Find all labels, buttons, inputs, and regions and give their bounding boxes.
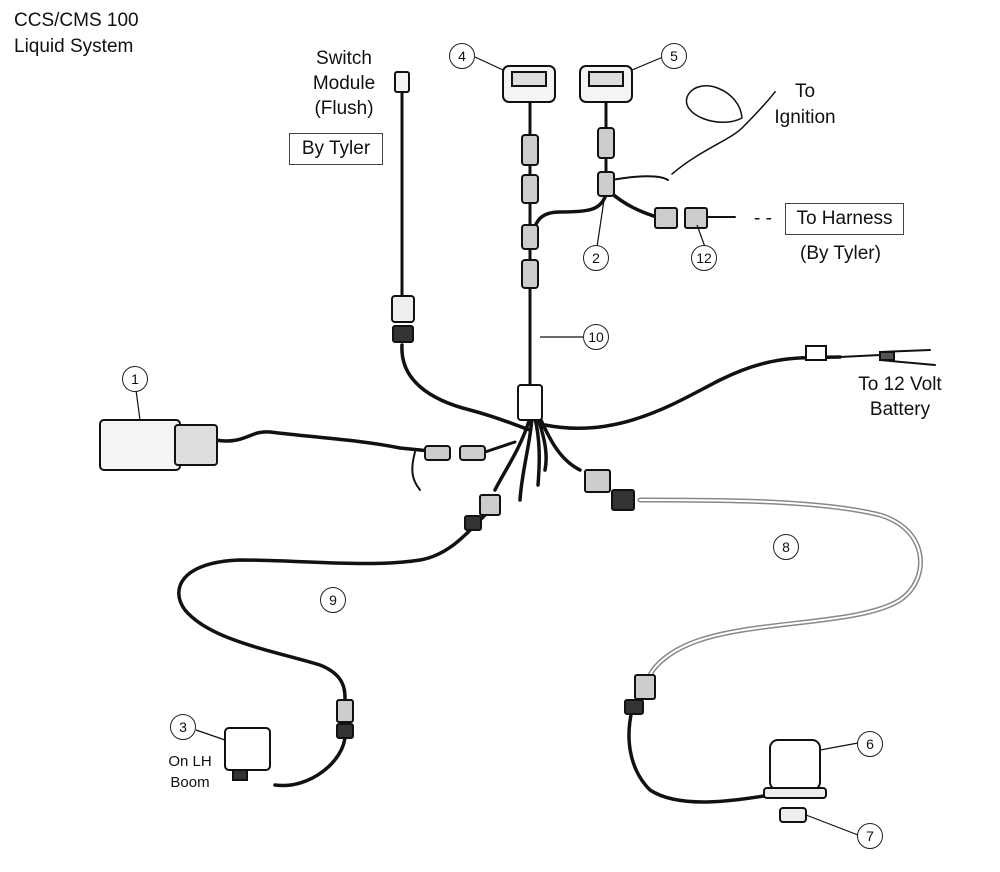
on-lh-boom-label-2: Boom [170,774,210,791]
switch-module-plug [394,71,410,93]
to-battery-label-1: To 12 Volt [858,374,942,395]
callout-5: 5 [661,43,687,69]
junction-hub [517,384,543,421]
callout-6: 6 [857,731,883,757]
switch-module-label-2: Module [312,73,376,94]
leader-2 [596,199,605,248]
cable-9-to-item-3 [273,733,347,788]
connector-j [464,515,482,531]
cable-1-connector-lead [483,440,517,454]
cable-1-pigtail [411,451,421,491]
connector-c [521,224,539,250]
to-harness-dashes: - - [754,208,772,229]
battery-terminal [879,351,895,361]
connector-b [521,174,539,204]
connector-i [479,494,501,516]
leader-12 [696,224,706,248]
ignition-lead [611,175,669,181]
diagram-subtitle: Liquid System [14,36,134,57]
cable-to-item-1 [213,430,442,454]
cable-2 [531,193,608,234]
diagram-title: CCS/CMS 100 [14,10,139,31]
callout-4: 4 [449,43,475,69]
callout-8: 8 [773,534,799,560]
cable-2-harness-branch [608,190,662,220]
item-3-connector [336,699,354,723]
on-lh-boom-label-1: On LH [168,753,212,770]
leader-1 [135,389,141,421]
item-1-end [174,424,218,466]
display-5-screen [588,71,624,87]
to-ignition-label-1: To [794,81,816,102]
callout-12: 12 [691,245,717,271]
cable-8-connector [634,674,656,700]
connector-e [597,127,615,159]
callout-9: 9 [320,587,346,613]
harness-connector [654,207,678,229]
to-ignition-label-2: Ignition [774,107,836,128]
hub-fanout [493,416,582,502]
switch-module-label-3: (Flush) [314,98,374,119]
by-tyler-paren: (By Tyler) [800,243,881,264]
cable-9 [177,513,487,702]
harness-connector-12 [684,207,708,229]
item-3-plug [232,769,248,781]
switch-to-hub-cable [400,343,532,432]
cable-to-item-6 [627,708,772,804]
item-3-body [224,727,271,771]
leader-4 [474,56,504,71]
connector-k [584,469,611,493]
connector-h [459,445,486,461]
cable-8-inner [639,499,922,676]
cable-8-mating [624,699,644,715]
item-7-fitting [779,807,807,823]
item-3-mating [336,723,354,739]
connector-g [424,445,451,461]
display-4-screen [511,71,547,87]
leader-5 [631,56,664,71]
leader-6 [819,742,859,751]
ignition-loop [685,85,743,123]
to-harness-box: To Harness [785,203,904,235]
leader-3 [195,729,226,741]
callout-2: 2 [583,245,609,271]
battery-fuse [805,345,827,361]
to-battery-label-2: Battery [869,399,931,420]
switch-module-connector [391,295,415,323]
connector-a [521,134,539,166]
switch-module-label-1: Switch [316,48,372,69]
item-1-body [99,419,181,471]
connector-d [521,259,539,289]
battery-cable [543,355,842,431]
connector-f [597,171,615,197]
switch-module-mating-connector [392,325,414,343]
ignition-wire [671,91,776,175]
callout-1: 1 [122,366,148,392]
connector-l [611,489,635,511]
callout-7: 7 [857,823,883,849]
item-6-base [763,787,827,799]
callout-3: 3 [170,714,196,740]
cable-8 [637,497,923,678]
by-tyler-box: By Tyler [289,133,383,165]
callout-10: 10 [583,324,609,350]
leader-7 [805,814,859,836]
item-6-tank [769,739,821,791]
